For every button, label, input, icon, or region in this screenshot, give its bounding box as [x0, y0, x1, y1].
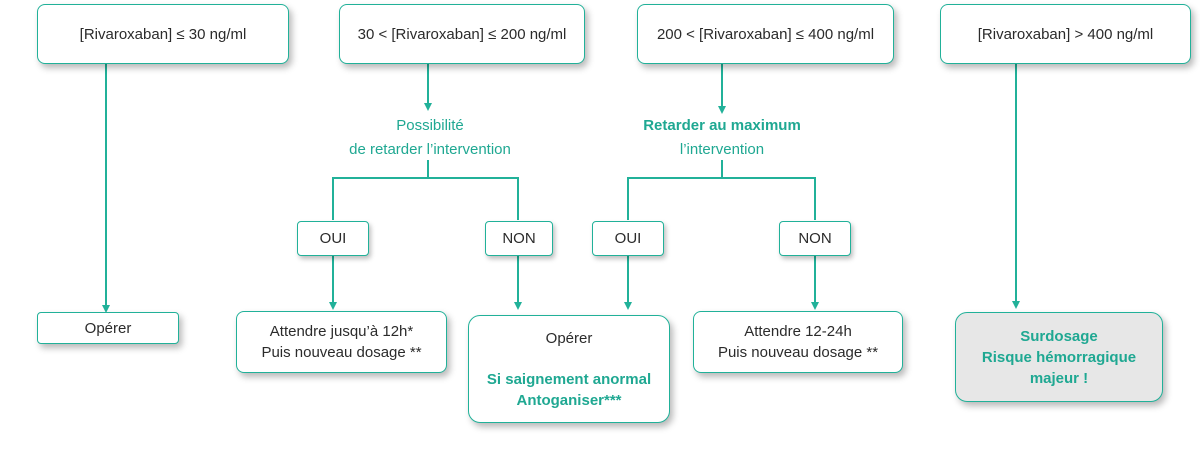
outcome-wait-12h-line2: Puis nouveau dosage **: [261, 344, 422, 361]
outcome-wait-12-24h-line2: Puis nouveau dosage **: [717, 344, 879, 361]
choice-no-col3-label: NON: [798, 230, 832, 247]
choice-yes-col3: OUI: [592, 221, 664, 256]
decision-delay-max: Retarder au maximum l’intervention: [602, 114, 842, 162]
outcome-operate-low: Opérer: [37, 312, 179, 344]
choice-yes-col2: OUI: [297, 221, 369, 256]
outcome-overdose-line3: majeur !: [1029, 369, 1089, 387]
outcome-wait-12-24h: Attendre 12-24h Puis nouveau dosage **: [693, 311, 903, 373]
header-threshold-mid: 30 < [Rivaroxaban] ≤ 200 ng/ml: [339, 4, 585, 64]
branch-col3-right: [722, 177, 816, 220]
outcome-wait-12h-line1: Attendre jusqu’à 12h*: [269, 323, 414, 340]
outcome-overdose-line2: Risque hémorragique: [981, 348, 1137, 366]
outcome-overdose: Surdosage Risque hémorragique majeur !: [955, 312, 1163, 402]
decision-delay-max-line2: l’intervention: [679, 141, 765, 158]
decision-possibility: Possibilité de retarder l’intervention: [310, 114, 550, 162]
choice-yes-col3-label: OUI: [614, 230, 642, 247]
decision-delay-max-line1: Retarder au maximum: [643, 117, 801, 134]
decision-possibility-line1: Possibilité: [396, 117, 464, 134]
header-threshold-overdose-text: [Rivaroxaban] > 400 ng/ml: [977, 25, 1154, 43]
choice-no-col2-label: NON: [502, 230, 536, 247]
header-threshold-overdose: [Rivaroxaban] > 400 ng/ml: [940, 4, 1191, 64]
header-threshold-mid-text: 30 < [Rivaroxaban] ≤ 200 ng/ml: [357, 25, 567, 43]
header-threshold-low-text: [Rivaroxaban] ≤ 30 ng/ml: [79, 25, 247, 43]
header-threshold-high: 200 < [Rivaroxaban] ≤ 400 ng/ml: [637, 4, 894, 64]
choice-no-col3: NON: [779, 221, 851, 256]
outcome-operate-mid-line3: Antoganiser***: [516, 391, 622, 409]
header-threshold-high-text: 200 < [Rivaroxaban] ≤ 400 ng/ml: [656, 25, 875, 43]
choice-no-col2: NON: [485, 221, 553, 256]
outcome-operate-low-text: Opérer: [84, 319, 132, 337]
outcome-wait-12-24h-line1: Attendre 12-24h: [744, 323, 852, 340]
branch-col3: [627, 160, 723, 220]
outcome-operate-mid-line1: Opérer: [545, 329, 593, 347]
outcome-operate-mid: Opérer Si saignement anormal Antoganiser…: [468, 315, 670, 423]
branch-col2: [332, 160, 429, 220]
header-threshold-low: [Rivaroxaban] ≤ 30 ng/ml: [37, 4, 289, 64]
branch-col2-right: [428, 177, 519, 220]
outcome-wait-12h: Attendre jusqu’à 12h* Puis nouveau dosag…: [236, 311, 447, 373]
outcome-operate-mid-line2: Si saignement anormal: [486, 370, 652, 388]
choice-yes-col2-label: OUI: [319, 230, 347, 247]
decision-possibility-line2: de retarder l’intervention: [349, 141, 511, 158]
outcome-overdose-line1: Surdosage: [1020, 327, 1098, 345]
